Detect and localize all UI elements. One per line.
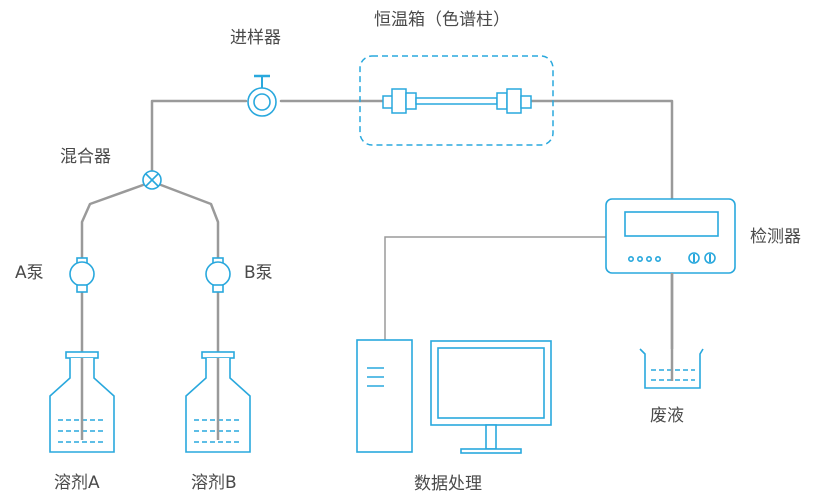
mixer-valve-icon (142, 170, 162, 190)
tube-mixer-pump-b (159, 183, 220, 260)
label-pump-b: B泵 (244, 263, 273, 283)
pump-icon (69, 257, 95, 293)
data-cable (384, 236, 606, 340)
detector-icon (605, 198, 736, 274)
label-mixer: 混合器 (60, 147, 111, 167)
label-pump-a: A泵 (15, 263, 44, 283)
column-oven-box (359, 55, 554, 146)
tube-mixer-injector (150, 99, 248, 182)
label-solvent-a: 溶剂A (54, 473, 100, 493)
label-waste: 废液 (650, 406, 684, 426)
label-data-processing: 数据处理 (414, 474, 482, 494)
injector-valve-icon (247, 74, 277, 117)
pump-icon (205, 257, 231, 293)
monitor-icon (430, 340, 552, 454)
label-column-oven: 恒温箱（色谱柱） (374, 10, 510, 30)
label-solvent-b: 溶剂B (191, 473, 237, 493)
computer-icon (356, 339, 413, 453)
label-injector: 进样器 (230, 28, 281, 48)
column-icon (382, 88, 532, 114)
tube-column-detector (528, 99, 674, 200)
tube-mixer-pump-a (80, 183, 145, 260)
label-detector: 检测器 (750, 227, 801, 247)
